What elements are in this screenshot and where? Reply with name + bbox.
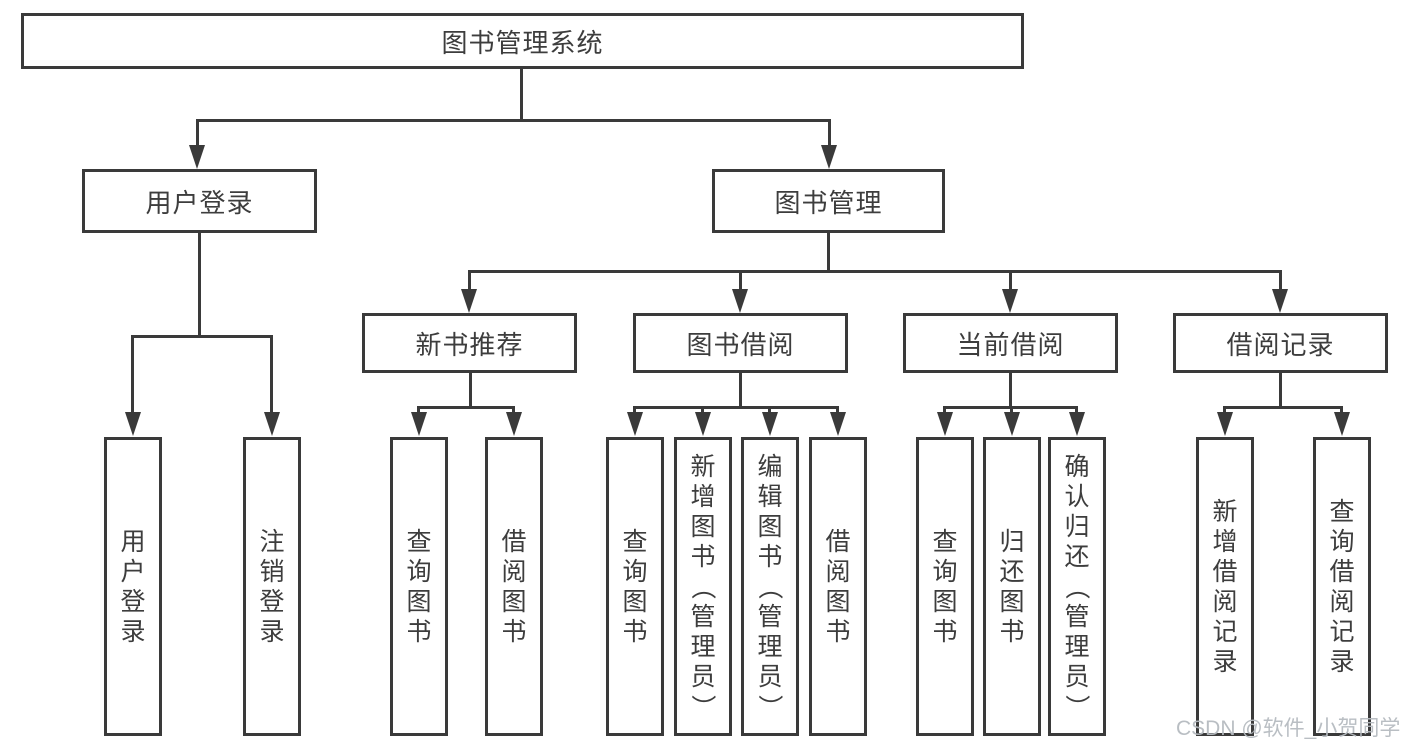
node-borrowing-records-label: 借阅记录 [1226,329,1335,360]
connector-line [1009,270,1012,292]
node-book-borrowing-label: 图书借阅 [686,329,795,360]
connector-line [828,119,831,147]
arrow-down-icon [461,289,477,313]
connector-line [701,406,704,415]
node-new-book-recommendation: 新书推荐 [362,313,577,373]
connector-line [512,406,515,415]
node-current-borrowing: 当前借阅 [903,313,1118,373]
node-borrowing-records: 借阅记录 [1173,313,1388,373]
arrow-down-icon [830,412,846,436]
node-book-management-label: 图书管理 [774,187,883,218]
connector-line [418,406,514,409]
arrow-down-icon [732,289,748,313]
leaf-borrow-query-books: 查询图书 [606,437,664,736]
connector-line [1009,373,1012,407]
connector-line [836,406,839,415]
leaf-borrow-add-books-admin-label: 新增图书（管理员） [688,452,717,720]
arrow-down-icon [695,412,711,436]
node-book-borrowing: 图书借阅 [633,313,848,373]
leaf-records-query-record: 查询借阅记录 [1313,437,1371,736]
connector-line [739,270,742,292]
connector-line [768,406,771,415]
leaf-borrow-borrow-books-label: 借阅图书 [825,527,851,646]
connector-line [1223,406,1226,415]
leaf-borrow-edit-books-admin-label: 编辑图书（管理员） [755,452,784,720]
connector-line [943,406,946,415]
arrow-down-icon [1334,412,1350,436]
leaf-user-login: 用户登录 [104,437,162,736]
node-book-management: 图书管理 [712,169,945,233]
connector-line [197,119,831,122]
arrow-down-icon [1002,289,1018,313]
connector-line [469,270,1280,273]
leaf-current-confirm-return-admin-label: 确认归还（管理员） [1062,452,1091,720]
leaf-records-add-record: 新增借阅记录 [1196,437,1254,736]
leaf-borrow-borrow-books: 借阅图书 [809,437,867,736]
leaf-recommend-borrow-books: 借阅图书 [485,437,543,736]
node-new-book-recommendation-label: 新书推荐 [415,329,524,360]
leaf-borrow-add-books-admin: 新增图书（管理员） [674,437,732,736]
connector-line [827,233,830,272]
node-current-borrowing-label: 当前借阅 [956,329,1065,360]
arrow-down-icon [189,145,205,169]
leaf-current-query-books-label: 查询图书 [932,527,958,646]
leaf-current-query-books: 查询图书 [916,437,974,736]
arrow-down-icon [627,412,643,436]
connector-line [1075,406,1078,415]
arrow-down-icon [937,412,953,436]
arrow-down-icon [821,145,837,169]
leaf-recommend-borrow-books-label: 借阅图书 [501,527,527,646]
arrow-down-icon [1217,412,1233,436]
leaf-records-add-record-label: 新增借阅记录 [1212,497,1238,676]
leaf-logout-login-label: 注销登录 [259,527,285,646]
arrow-down-icon [506,412,522,436]
leaf-records-query-record-label: 查询借阅记录 [1329,497,1355,676]
node-user-login: 用户登录 [82,169,317,233]
connector-line [1340,406,1343,415]
connector-line [633,406,636,415]
leaf-logout-login: 注销登录 [243,437,301,736]
arrow-down-icon [1272,289,1288,313]
connector-line [1224,406,1342,409]
connector-line [469,373,472,407]
node-root-label: 图书管理系统 [441,27,604,58]
node-user-login-label: 用户登录 [145,187,254,218]
watermark-text: CSDN @软件_小贺同学 [1176,717,1401,740]
connector-line [468,270,471,292]
connector-line [131,335,134,413]
node-root: 图书管理系统 [21,13,1024,69]
connector-line [1010,406,1013,415]
connector-line [1279,373,1282,407]
leaf-borrow-edit-books-admin: 编辑图书（管理员） [741,437,799,736]
leaf-current-confirm-return-admin: 确认归还（管理员） [1048,437,1106,736]
leaf-recommend-query-books-label: 查询图书 [406,527,432,646]
connector-line [634,406,838,409]
connector-line [739,373,742,407]
arrow-down-icon [411,412,427,436]
arrow-down-icon [762,412,778,436]
connector-line [198,233,201,336]
connector-line [1279,270,1282,292]
arrow-down-icon [1069,412,1085,436]
leaf-current-return-books-label: 归还图书 [999,527,1025,646]
connector-line [520,69,523,120]
arrow-down-icon [1004,412,1020,436]
leaf-current-return-books: 归还图书 [983,437,1041,736]
connector-line [270,335,273,413]
connector-line [132,335,272,338]
arrow-down-icon [125,412,141,436]
leaf-recommend-query-books: 查询图书 [390,437,448,736]
leaf-borrow-query-books-label: 查询图书 [622,527,648,646]
leaf-user-login-label: 用户登录 [120,527,146,646]
arrow-down-icon [264,412,280,436]
connector-line [196,119,199,147]
connector-line [417,406,420,415]
